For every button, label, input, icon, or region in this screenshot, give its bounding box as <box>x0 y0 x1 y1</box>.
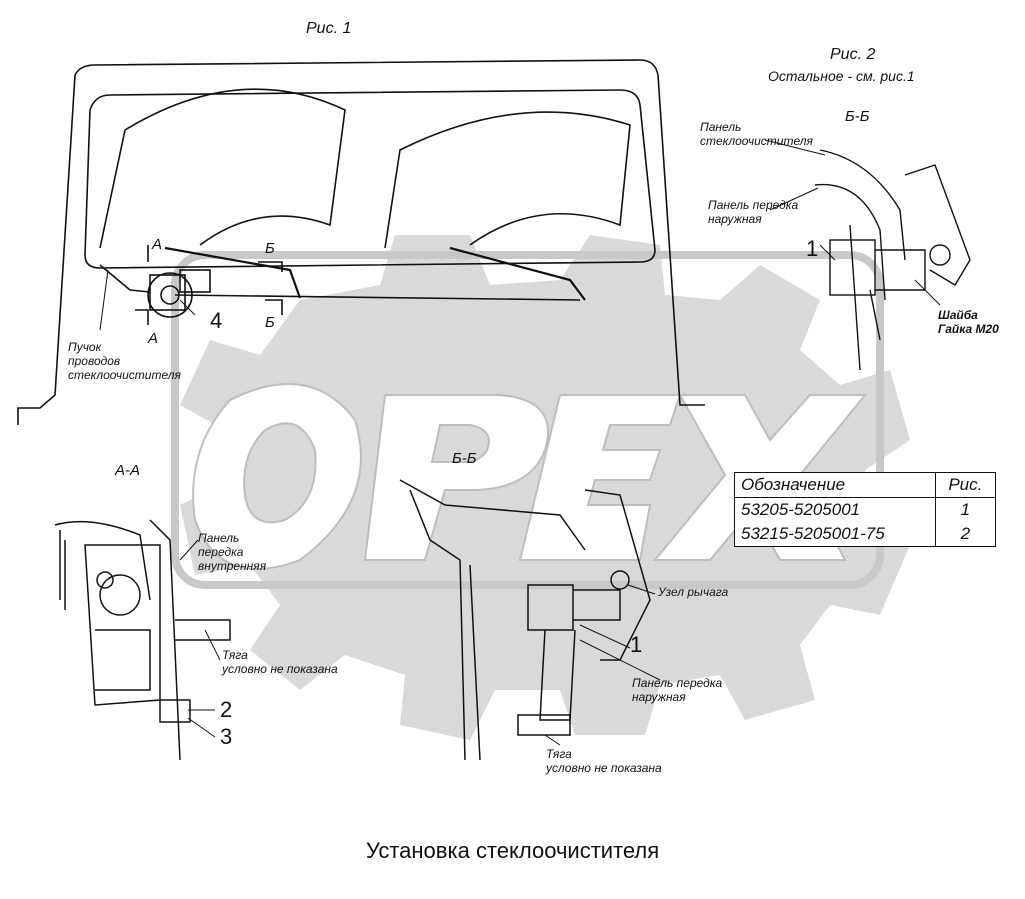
table-cell-designation: 53205-5205001 <box>734 497 936 522</box>
label-front-panel-outer-fig2: Панель передка наружная <box>708 198 799 226</box>
table-cell-fig: 1 <box>934 497 997 522</box>
fig2-detail <box>814 149 971 371</box>
table-header-designation: Обозначение <box>734 472 936 498</box>
leader-lines <box>99 139 941 746</box>
section-mark-a-top: А <box>152 236 163 253</box>
callout-4: 4 <box>210 308 223 333</box>
table-row: 53215-5205001-75 2 <box>734 522 997 547</box>
label-lever-unit: Узел рычага <box>658 585 729 599</box>
fig1-title: Рис. 1 <box>306 20 352 37</box>
label-wire-bundle: Пучок проводов стеклоочистителя <box>68 340 181 382</box>
table-row: 53205-5205001 1 <box>734 497 997 522</box>
section-title-bb-fig2: Б-Б <box>845 108 870 125</box>
table-cell-designation: 53215-5205001-75 <box>734 522 936 547</box>
section-mark-b-top: Б <box>265 240 275 257</box>
fig2-title: Рис. 2 <box>830 46 876 63</box>
fig1-cab-outline <box>17 59 705 425</box>
designation-table: Обозначение Рис. 53205-5205001 1 53215-5… <box>734 472 997 547</box>
section-mark-a-bottom: А <box>148 330 159 347</box>
callout-3: 3 <box>220 724 233 749</box>
callout-1-fig2: 1 <box>806 236 819 261</box>
label-washer-nut: Шайба Гайка М20 <box>938 308 999 336</box>
drawing-caption: Установка стеклоочистителя <box>365 838 660 863</box>
section-title-bb: Б-Б <box>452 450 477 467</box>
label-front-panel-inner: Панель передка внутренняя <box>198 531 267 573</box>
label-front-panel-outer-bb: Панель передка наружная <box>632 676 723 704</box>
table-cell-fig: 2 <box>934 522 997 547</box>
callout-1-bb: 1 <box>630 632 643 657</box>
section-mark-b-bottom: Б <box>265 314 275 331</box>
label-rod-aa: Тяга условно не показана <box>222 648 338 676</box>
callout-2: 2 <box>220 697 233 722</box>
section-title-aa: А-А <box>115 462 141 479</box>
table-header-row: Обозначение Рис. <box>734 472 997 498</box>
section-bb-drawing <box>399 479 651 761</box>
label-wiper-panel: Панель стеклоочистителя <box>700 120 813 148</box>
table-header-fig: Рис. <box>934 472 997 498</box>
fig2-note: Остальное - см. рис.1 <box>768 68 915 84</box>
label-rod-bb: Тяга условно не показана <box>546 747 662 775</box>
watermark-letters <box>192 383 868 570</box>
section-aa-drawing <box>54 519 231 761</box>
